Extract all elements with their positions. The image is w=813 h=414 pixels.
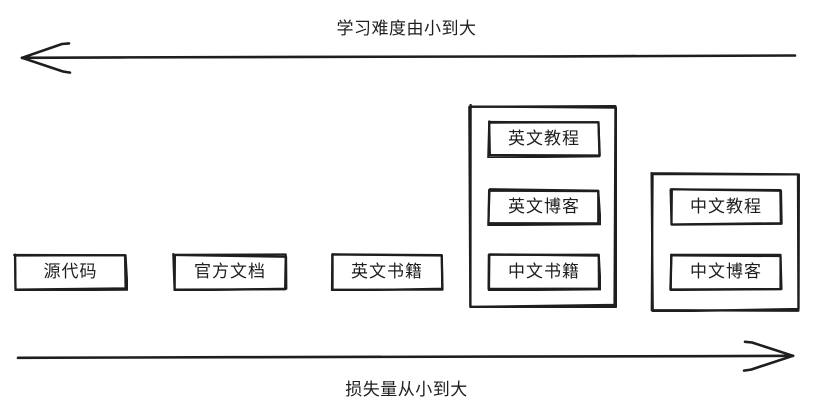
node-label: 英文博客 (508, 199, 580, 216)
group-node-2[interactable]: 中文博客 (669, 253, 783, 291)
node-2[interactable]: 官方文档 (172, 253, 288, 291)
node-label: 中文博客 (690, 264, 762, 281)
node-label: 官方文档 (194, 264, 266, 281)
top-axis-label: 学习难度由小到大 (0, 14, 813, 39)
node-label: 中文书籍 (508, 264, 580, 281)
node-label: 英文教程 (508, 131, 580, 148)
node-label: 英文书籍 (351, 264, 423, 281)
group-node-1[interactable]: 中文教程 (669, 188, 783, 226)
node-label: 源代码 (44, 264, 98, 281)
node-3[interactable]: 英文书籍 (330, 253, 444, 291)
english-resources-group[interactable]: 英文教程英文博客中文书籍 (468, 104, 617, 308)
loss-axis-arrow (18, 342, 793, 371)
node-label: 中文教程 (690, 199, 762, 216)
difficulty-axis-arrow (22, 43, 795, 72)
group-node-2[interactable]: 英文博客 (487, 188, 601, 226)
node-1[interactable]: 源代码 (13, 253, 128, 291)
group-node-3[interactable]: 中文书籍 (487, 253, 601, 291)
chinese-resources-group[interactable]: 中文教程中文博客 (650, 172, 800, 312)
group-node-1[interactable]: 英文教程 (487, 120, 601, 158)
bottom-axis-label: 损失量从小到大 (0, 375, 813, 400)
